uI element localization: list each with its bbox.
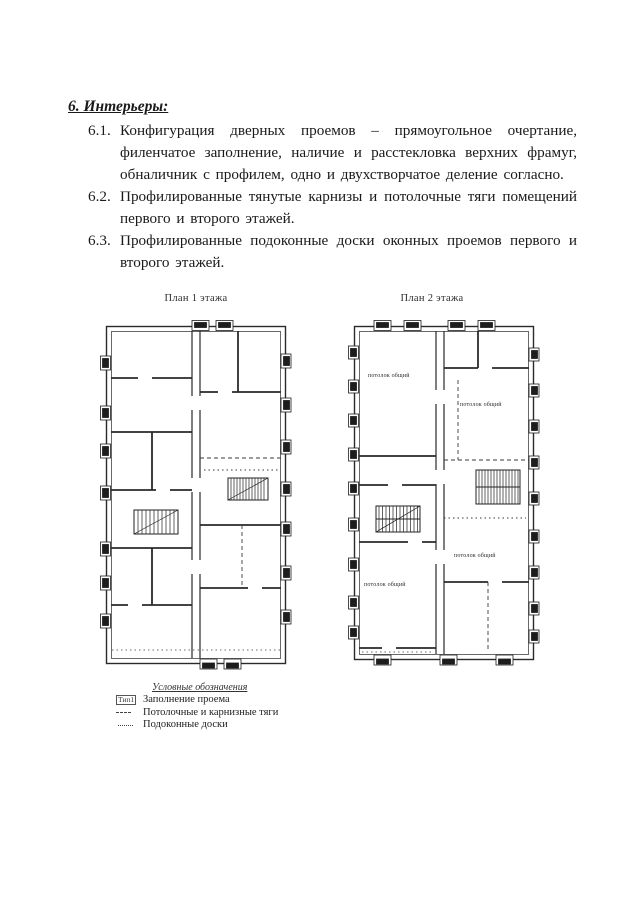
legend: Условные обозначения Тип1 Заполнение про… [116, 682, 278, 732]
section-heading: 6. Интерьеры: [68, 98, 169, 115]
dotted-line-icon [118, 724, 133, 726]
paragraph-number: 6.3. [88, 232, 111, 249]
paragraph-number: 6.1. [88, 122, 111, 139]
room-label: потолок общий [454, 552, 496, 559]
plan-2-title: План 2 этажа [400, 293, 464, 304]
window-symbols-right [528, 347, 540, 644]
legend-label: Заполнение проема [143, 694, 230, 705]
legend-label: Потолочные и карнизные тяги [143, 706, 279, 718]
legend-item-cornice: Потолочные и карнизные тяги [116, 707, 278, 720]
window-symbols-top-bottom [373, 320, 514, 666]
floor-plan-2-drawing: потолок общий потолок общий потолок общи… [348, 320, 540, 666]
room-label: потолок общий [364, 581, 406, 588]
paragraph-6-1: 6.1. Конфигурация дверных проемов – прям… [68, 120, 577, 186]
paragraph-text: Конфигурация дверных проемов – прямоугол… [120, 122, 577, 183]
window-symbols-left [100, 355, 111, 629]
plan-1-title: План 1 этажа [164, 293, 228, 304]
room-label: потолок общий [368, 372, 410, 379]
paragraph-text: Профилированные подоконные доски оконных… [120, 232, 577, 271]
window-symbols-left [348, 345, 359, 640]
stair-hatch [375, 469, 521, 533]
paragraph-text: Профилированные тянутые карнизы и потоло… [120, 188, 577, 227]
window-symbols-right [280, 353, 292, 625]
legend-item-opening: Тип1 Заполнение проема [116, 694, 278, 707]
document-text-block: 6. Интерьеры: 6.1. Конфигурация дверных … [68, 96, 577, 274]
paragraph-number: 6.2. [88, 188, 111, 205]
dashed-line-icon [116, 712, 131, 714]
legend-label: Подоконные доски [143, 719, 228, 730]
stair-hatch [133, 477, 269, 535]
paragraph-6-2: 6.2. Профилированные тянутые карнизы и п… [68, 186, 577, 230]
legend-item-sill: Подоконные доски [116, 719, 278, 732]
floor-plan-1-drawing [100, 320, 292, 670]
window-symbols-top-bottom [191, 320, 242, 670]
legend-heading: Условные обозначения [152, 682, 248, 693]
paragraph-6-3: 6.3. Профилированные подоконные доски ок… [68, 230, 577, 274]
room-label: потолок общий [460, 401, 502, 408]
opening-type-symbol: Тип1 [116, 695, 137, 706]
